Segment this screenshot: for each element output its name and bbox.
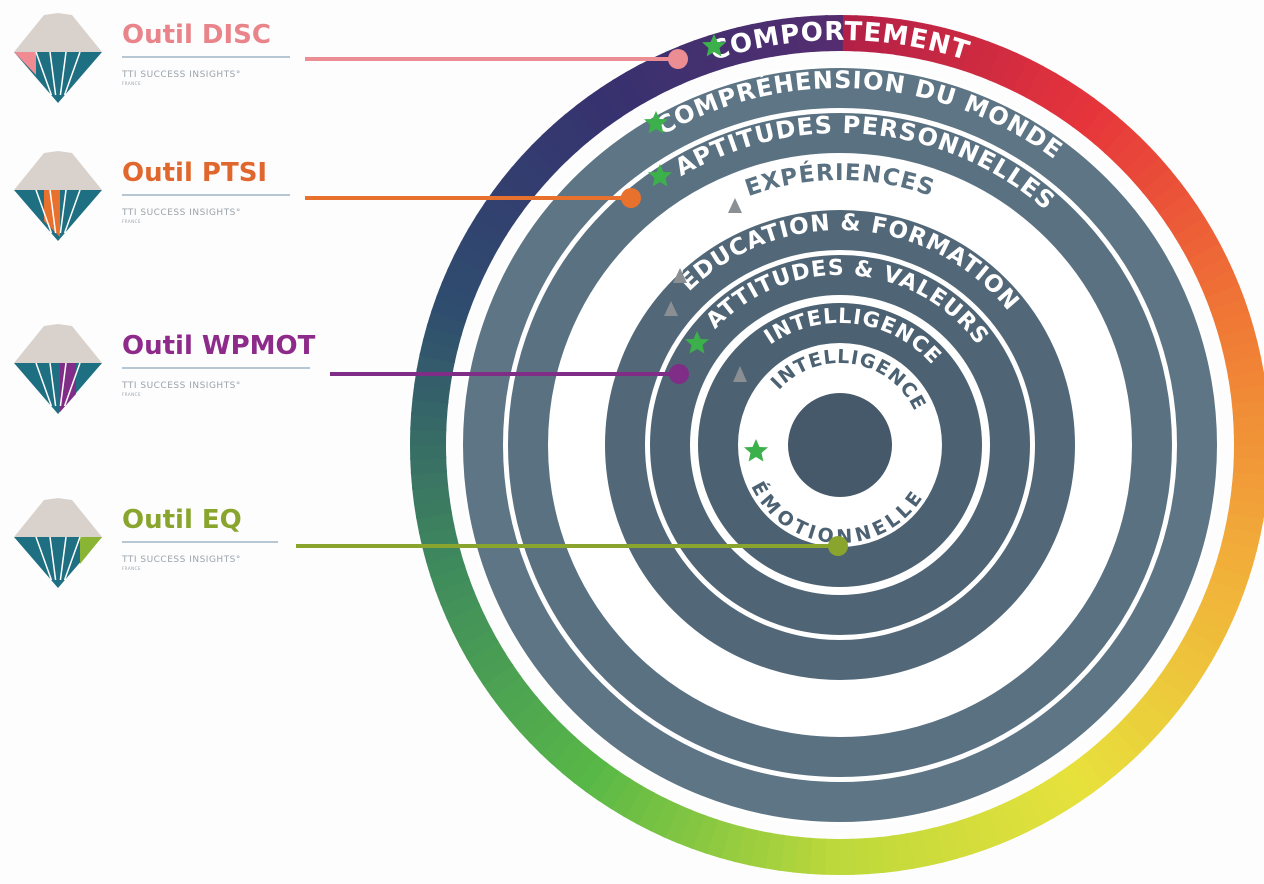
tool-country: FRANCE bbox=[122, 81, 141, 86]
star-icon bbox=[744, 439, 768, 462]
star-icon bbox=[685, 331, 709, 354]
ring-education bbox=[605, 210, 1075, 680]
star-icon bbox=[644, 111, 668, 134]
tool-brand: TTI SUCCESS INSIGHTS° bbox=[121, 70, 241, 80]
star-icon bbox=[702, 34, 726, 57]
star-icon bbox=[648, 164, 672, 187]
tool-card-eq[interactable]: Outil EQ TTI SUCCESS INSIGHTS°FRANCE bbox=[14, 498, 278, 588]
tool-country: FRANCE bbox=[122, 566, 141, 571]
tool-brand: TTI SUCCESS INSIGHTS° bbox=[121, 555, 241, 565]
tti-diamond-logo-icon bbox=[14, 151, 102, 241]
ring-comprehension bbox=[463, 68, 1217, 822]
triangle-icon bbox=[664, 301, 678, 316]
ring-aptitudes bbox=[508, 113, 1172, 777]
tool-title: Outil WPMOT bbox=[122, 331, 316, 361]
tool-card-wpmot[interactable]: Outil WPMOT TTI SUCCESS INSIGHTS°FRANCE bbox=[14, 324, 316, 414]
connector-dot-disc bbox=[668, 49, 688, 69]
tool-country: FRANCE bbox=[122, 219, 141, 224]
tool-title: Outil PTSI bbox=[122, 158, 267, 188]
tool-title: Outil DISC bbox=[122, 20, 271, 50]
tti-diamond-logo-icon bbox=[14, 498, 102, 588]
triangle-icon bbox=[733, 366, 747, 382]
tool-connectors bbox=[296, 49, 848, 556]
ring-intelligence bbox=[698, 303, 982, 587]
tool-card-ptsi[interactable]: Outil PTSI TTI SUCCESS INSIGHTS°FRANCE bbox=[14, 151, 290, 241]
tool-card-disc[interactable]: Outil DISC TTI SUCCESS INSIGHTS°FRANCE bbox=[14, 13, 290, 103]
tool-brand: TTI SUCCESS INSIGHTS° bbox=[121, 208, 241, 218]
triangle-icon bbox=[673, 268, 687, 283]
connector-dot-wpmot bbox=[669, 364, 689, 384]
connector-dot-eq bbox=[828, 536, 848, 556]
connector-dot-ptsi bbox=[621, 188, 641, 208]
tti-diamond-logo-icon bbox=[14, 324, 102, 414]
tool-country: FRANCE bbox=[122, 392, 141, 397]
gradient-outer-ring bbox=[409, 15, 1264, 876]
center-disk bbox=[788, 393, 892, 497]
tool-brand: TTI SUCCESS INSIGHTS° bbox=[121, 381, 241, 391]
triangle-icon bbox=[728, 198, 742, 213]
tool-title: Outil EQ bbox=[122, 505, 242, 535]
ring-attitudes bbox=[650, 255, 1030, 635]
tti-diamond-logo-icon bbox=[14, 13, 102, 103]
